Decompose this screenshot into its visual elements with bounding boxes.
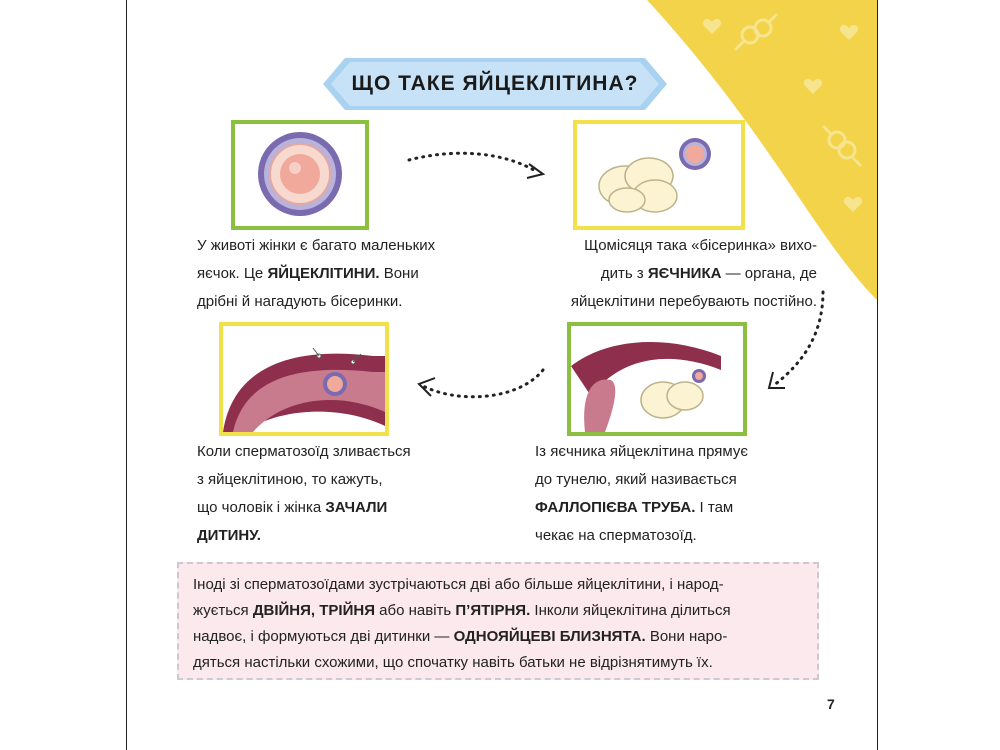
bold-term: ФАЛЛОПІЄВА ТРУБА. [535, 499, 696, 516]
heart-icon [702, 19, 863, 212]
text-segment: Іноді зі сперматозоїдами зустрічаються д… [193, 576, 724, 593]
panel-4-text: Із яєчника яйцеклітина прямує до тунелю, … [535, 438, 815, 550]
text-segment: з яйцеклітиною, то кажуть, [197, 471, 383, 488]
page-number: 7 [827, 696, 835, 712]
text-segment: жується [193, 602, 253, 619]
text-segment: І там [695, 499, 734, 516]
info-note: Іноді зі сперматозоїдами зустрічаються д… [177, 562, 819, 680]
panel-text-line: дрібні й нагадують бісеринки. [197, 288, 477, 316]
text-segment: Вони наро- [645, 628, 728, 645]
text-segment: Коли сперматозоїд зливається [197, 443, 411, 460]
bold-term: ОДНОЯЙЦЕВІ БЛИЗНЯТА. [453, 628, 646, 645]
book-page: ЩО ТАКЕ ЯЙЦЕКЛІТИНА? [126, 0, 878, 750]
decorative-corner [647, 0, 877, 300]
ovary-illustration [573, 120, 745, 230]
note-text-line: дяться настільки схожими, що спочатку на… [193, 650, 803, 676]
text-segment: дить з [600, 265, 648, 282]
bold-term: ЯЙЦЕКЛІТИНИ. [267, 265, 380, 282]
text-segment: дрібні й нагадують бісеринки. [197, 293, 403, 310]
panel-text-line: ФАЛЛОПІЄВА ТРУБА. І там [535, 494, 815, 522]
text-segment: У животі жінки є багато маленьких [197, 237, 436, 254]
note-text-line: жується ДВІЙНЯ, ТРІЙНЯ або навіть П’ЯТІР… [193, 598, 803, 624]
dotted-arrow-left-icon [417, 368, 545, 399]
panel-text-line: чекає на сперматозоїд. [535, 522, 815, 550]
panel-text-line: дить з ЯЄЧНИКА — органа, де [521, 260, 817, 288]
bold-term: ЯЄЧНИКА [647, 265, 722, 282]
text-segment: Інколи яйцеклітина ділиться [530, 602, 731, 619]
note-text-line: надвоє, і формуються дві дитинки — ОДНОЯ… [193, 624, 803, 650]
fertilization-illustration [219, 322, 389, 436]
text-segment: Вони [379, 265, 419, 282]
bold-term: П’ЯТІРНЯ. [455, 602, 531, 619]
text-segment: яйцеклітини перебувають постійно. [570, 293, 817, 310]
text-segment: дяться настільки схожими, що спочатку на… [193, 654, 713, 671]
text-segment: або навіть [375, 602, 456, 619]
gender-symbol-icon [733, 12, 863, 168]
text-segment: до тунелю, який називається [535, 471, 737, 488]
panel-text-line: У животі жінки є багато маленьких [197, 232, 477, 260]
text-segment: яєчок. Це [197, 265, 268, 282]
egg-cell-illustration [231, 120, 369, 230]
bold-term: ЗАЧАЛИ [325, 499, 388, 516]
panel-text-line: ДИТИНУ. [197, 522, 487, 550]
panel-text-line: яєчок. Це ЯЙЦЕКЛІТИНИ. Вони [197, 260, 477, 288]
panel-text-line: яйцеклітини перебувають постійно. [521, 288, 817, 316]
panel-text-line: Щомісяця така «бісеринка» вихо- [521, 232, 817, 260]
text-segment: що чоловік і жінка [197, 499, 326, 516]
dotted-arrow-down-icon [767, 290, 825, 389]
page-title: ЩО ТАКЕ ЯЙЦЕКЛІТИНА? [351, 72, 639, 95]
dotted-arrow-right-icon [407, 151, 546, 179]
panel-text-line: Коли сперматозоїд зливається [197, 438, 487, 466]
panel-text-line: з яйцеклітиною, то кажуть, [197, 466, 487, 494]
note-text-line: Іноді зі сперматозоїдами зустрічаються д… [193, 572, 803, 598]
bold-term: ДИТИНУ. [197, 527, 261, 544]
title-banner: ЩО ТАКЕ ЯЙЦЕКЛІТИНА? [323, 58, 667, 110]
text-segment: Щомісяця така «бісеринка» вихо- [584, 237, 817, 254]
text-segment: — органа, де [721, 265, 817, 282]
panel-3-text: Коли сперматозоїд зливається з яйцеклітин… [197, 438, 487, 550]
text-segment: Із яєчника яйцеклітина прямує [535, 443, 749, 460]
text-segment: чекає на сперматозоїд. [535, 527, 697, 544]
text-segment: надвоє, і формуються дві дитинки — [193, 628, 454, 645]
bold-term: ДВІЙНЯ, ТРІЙНЯ [252, 602, 375, 619]
panel-1-text: У животі жінки є багато маленьких яєчок. … [197, 232, 477, 316]
fallopian-tube-illustration [567, 322, 747, 436]
panel-text-line: Із яєчника яйцеклітина прямує [535, 438, 815, 466]
panel-text-line: до тунелю, який називається [535, 466, 815, 494]
panel-2-text: Щомісяця така «бісеринка» вихо-дить з ЯЄ… [521, 232, 817, 316]
panel-text-line: що чоловік і жінка ЗАЧАЛИ [197, 494, 487, 522]
